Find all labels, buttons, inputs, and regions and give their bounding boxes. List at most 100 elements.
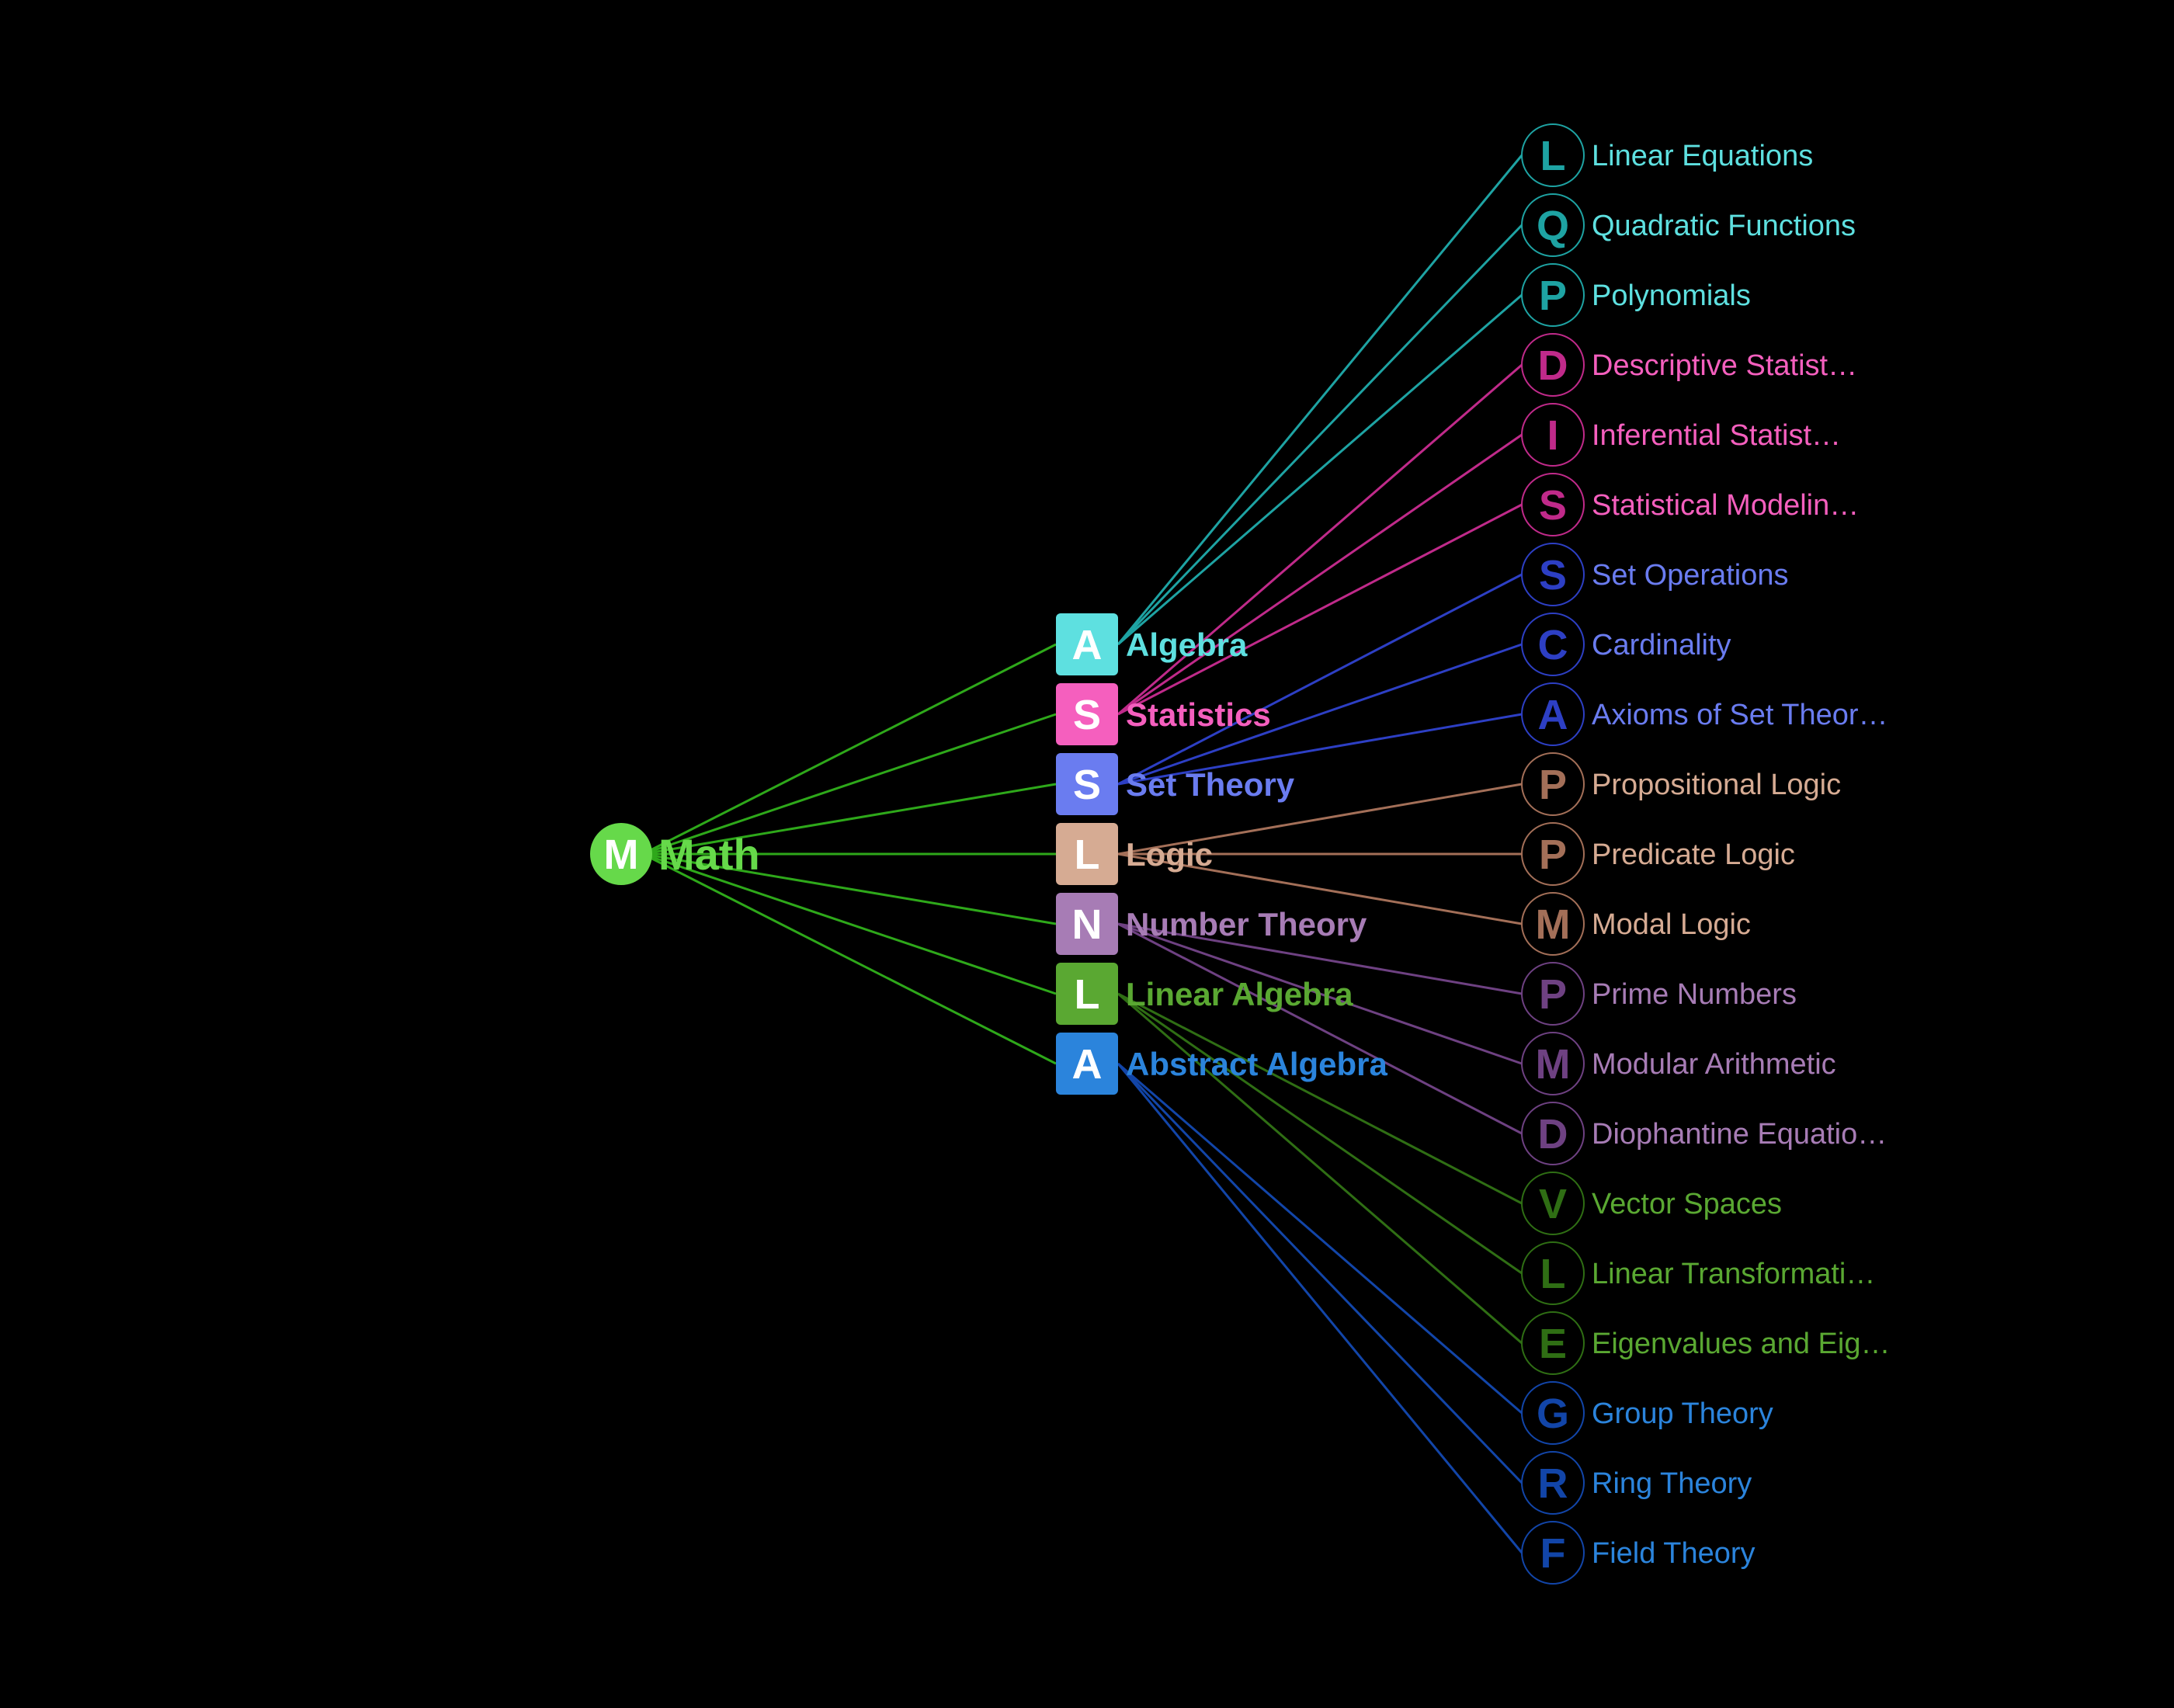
link-logic-to-propositional-logic	[1117, 783, 1523, 856]
leaf-node-letter: S	[1539, 482, 1567, 529]
link-linear-algebra-to-vector-spaces	[1117, 992, 1523, 1205]
link-linear-algebra-to-eigenvalues-and-eig	[1117, 992, 1523, 1345]
leaf-node-group-theory[interactable]: G Group Theory	[1521, 1381, 1773, 1445]
leaf-node-ring	[1521, 543, 1585, 606]
leaf-node-ring	[1521, 1172, 1585, 1235]
leaf-node-ring	[1521, 1102, 1585, 1165]
leaf-node-letter: G	[1537, 1390, 1569, 1437]
leaf-node-prime-numbers[interactable]: P Prime Numbers	[1521, 962, 1797, 1026]
leaf-node-label: Cardinality	[1592, 629, 1731, 661]
link-algebra-to-linear-equations	[1117, 154, 1523, 645]
leaf-node-label: Quadratic Functions	[1592, 210, 1856, 242]
leaf-node-letter: S	[1539, 552, 1567, 599]
leaf-node-letter: D	[1538, 1111, 1568, 1158]
leaf-node-label: Set Operations	[1592, 559, 1788, 592]
link-statistics-to-descriptive-statist	[1117, 363, 1523, 716]
leaf-node-letter: C	[1538, 622, 1568, 668]
leaf-node-ring	[1521, 1032, 1585, 1095]
branch-node-label: Algebra	[1126, 627, 1248, 663]
branch-node-letter: N	[1072, 901, 1103, 948]
branch-node-box	[1056, 683, 1118, 745]
branch-node-box	[1056, 613, 1118, 675]
root-node-label: Math	[658, 830, 760, 879]
leaf-node-letter: E	[1539, 1321, 1567, 1367]
link-set-theory-to-set-operations	[1117, 573, 1523, 786]
link-set-theory-to-cardinality	[1117, 643, 1523, 786]
root-node-letter: M	[604, 831, 639, 878]
leaf-node-letter: L	[1540, 1251, 1566, 1297]
leaf-node-letter: R	[1538, 1460, 1568, 1507]
branch-node-logic[interactable]: L Logic	[1056, 823, 1213, 885]
branch-node-algebra[interactable]: A Algebra	[1056, 613, 1248, 675]
leaf-node-eigenvalues-and-eig[interactable]: E Eigenvalues and Eig…	[1521, 1311, 1890, 1375]
leaf-node-modular-arithmetic[interactable]: M Modular Arithmetic	[1521, 1032, 1836, 1095]
leaf-node-label: Axioms of Set Theor…	[1592, 699, 1888, 731]
leaf-node-label: Inferential Statist…	[1592, 419, 1841, 452]
branch-node-letter: A	[1072, 622, 1103, 668]
branch-node-letter: L	[1075, 971, 1100, 1018]
leaf-node-label: Polynomials	[1592, 279, 1751, 312]
leaf-node-label: Modular Arithmetic	[1592, 1048, 1836, 1081]
link-math-to-number-theory	[642, 852, 1057, 925]
leaf-node-ring	[1521, 752, 1585, 816]
branch-node-label: Logic	[1126, 836, 1213, 873]
leaf-node-label: Group Theory	[1592, 1397, 1773, 1430]
leaf-node-statistical-modelin[interactable]: S Statistical Modelin…	[1521, 473, 1859, 536]
leaf-node-ring-theory[interactable]: R Ring Theory	[1521, 1451, 1752, 1515]
leaf-node-letter: M	[1536, 1041, 1571, 1088]
leaf-node-letter: P	[1539, 971, 1567, 1018]
branch-node-label: Number Theory	[1126, 906, 1367, 943]
leaf-node-letter: V	[1539, 1181, 1567, 1227]
link-number-theory-to-prime-numbers	[1117, 922, 1523, 995]
link-math-to-linear-algebra	[642, 852, 1057, 995]
link-algebra-to-quadratic-functions	[1117, 224, 1523, 646]
leaf-node-label: Ring Theory	[1592, 1467, 1752, 1500]
link-math-to-statistics	[642, 713, 1057, 856]
branch-node-linear-algebra[interactable]: L Linear Algebra	[1056, 963, 1353, 1025]
leaf-node-letter: F	[1540, 1530, 1566, 1577]
leaf-node-letter: P	[1539, 831, 1567, 878]
leaf-node-letter: A	[1538, 692, 1568, 738]
leaf-node-ring	[1521, 403, 1585, 467]
link-linear-algebra-to-linear-transformati	[1117, 992, 1523, 1275]
branch-node-label: Set Theory	[1126, 766, 1295, 803]
leaf-node-axioms-of-set-theor[interactable]: A Axioms of Set Theor…	[1521, 682, 1888, 746]
branch-node-number-theory[interactable]: N Number Theory	[1056, 893, 1367, 955]
leaf-node-label: Statistical Modelin…	[1592, 489, 1859, 522]
leaf-node-label: Eigenvalues and Eig…	[1592, 1328, 1890, 1360]
leaf-node-label: Modal Logic	[1592, 908, 1751, 941]
link-number-theory-to-modular-arithmetic	[1117, 922, 1523, 1065]
leaf-node-label: Linear Transformati…	[1592, 1258, 1875, 1290]
leaf-node-ring	[1521, 962, 1585, 1026]
leaf-node-ring	[1521, 1451, 1585, 1515]
leaf-node-label: Prime Numbers	[1592, 978, 1797, 1011]
leaf-node-ring	[1521, 1381, 1585, 1445]
root-node[interactable]: M Math	[590, 823, 760, 885]
leaf-node-ring	[1521, 613, 1585, 676]
link-set-theory-to-axioms-of-set-theor	[1117, 713, 1523, 786]
branch-node-box	[1056, 963, 1118, 1025]
leaf-node-cardinality[interactable]: C Cardinality	[1521, 613, 1731, 676]
leaf-node-label: Descriptive Statist…	[1592, 349, 1857, 382]
leaf-node-ring	[1521, 682, 1585, 746]
link-abstract-algebra-to-group-theory	[1117, 1062, 1523, 1415]
leaf-node-linear-transformati[interactable]: L Linear Transformati…	[1521, 1241, 1875, 1305]
leaf-node-set-operations[interactable]: S Set Operations	[1521, 543, 1788, 606]
branch-node-letter: L	[1075, 831, 1100, 878]
branch-node-label: Linear Algebra	[1126, 976, 1353, 1012]
